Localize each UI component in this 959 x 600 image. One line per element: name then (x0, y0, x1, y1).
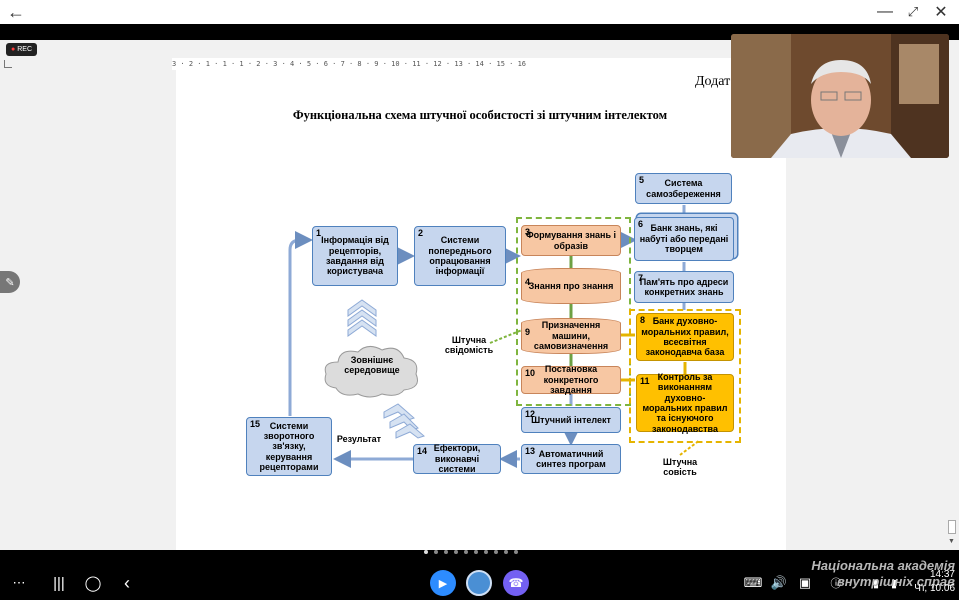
consciousness-label: Штучна свідомість (444, 335, 494, 356)
horizontal-ruler[interactable]: 3 · 2 · 1 · 1 · 1 · 2 · 3 · 4 · 5 · 6 · … (172, 58, 732, 70)
scroll-thumb[interactable] (948, 520, 956, 534)
clock-date: Чт, 10.06 (914, 582, 955, 594)
restore-icon[interactable]: ⤢ (907, 4, 919, 19)
info-icon[interactable]: ⓘ (830, 578, 842, 590)
volume-icon[interactable]: 🔊 (770, 575, 788, 590)
recording-label: REC (17, 46, 32, 53)
apps-grid-icon[interactable]: ⋯ (12, 575, 26, 590)
recording-indicator: ● REC (6, 43, 37, 56)
corner-marker (4, 60, 12, 68)
watermark-text: Національна академія внутрішніх справ (811, 558, 955, 589)
window-titlebar: ← — ⤢ ✕ (0, 0, 959, 24)
consciousness-pointer (489, 329, 523, 344)
scroll-down-icon[interactable]: ▼ (948, 538, 955, 545)
page-indicator-dots (424, 550, 544, 556)
keyboard-icon[interactable]: ⌨ (743, 575, 763, 590)
vertical-scrollbar[interactable]: ▼ (946, 160, 958, 550)
arrow-15-1 (288, 231, 313, 416)
clock-time: 14:37 (929, 569, 955, 580)
page-title: Функціональна схема штучної особистості … (292, 108, 668, 122)
back-arrow-icon[interactable]: ← (7, 1, 25, 22)
ruler-ticks: 3 · 2 · 1 · 1 · 1 · 2 · 3 · 4 · 5 · 6 · … (172, 60, 527, 68)
signal-icon: ▮ (872, 577, 880, 590)
appendix-label: Додат (695, 74, 731, 89)
environment-label: Зовнішнє середовище (344, 355, 400, 376)
record-dot-icon: ● (10, 46, 16, 53)
conscience-label: Штучна совість (662, 457, 698, 478)
webcam-video[interactable] (731, 34, 949, 158)
browser-app-icon[interactable] (466, 570, 492, 596)
close-icon[interactable]: ✕ (934, 4, 948, 21)
viber-app-icon[interactable]: ☎ (503, 570, 529, 596)
cloud-icon (324, 346, 418, 398)
separator-strip (0, 24, 959, 40)
presenter-video-frame (731, 34, 949, 158)
back-nav-icon[interactable]: ‹ (124, 572, 130, 593)
screenshot-icon[interactable]: ▣ (798, 575, 812, 590)
minimize-icon[interactable]: — (877, 3, 893, 20)
battery-icon: ▮ (890, 577, 898, 590)
system-clock[interactable]: 14:37 Чт, 10.06 (905, 568, 955, 595)
recent-apps-icon[interactable]: ||| (53, 574, 65, 592)
result-label: Результат (336, 434, 382, 444)
chevron-up-icon (347, 299, 377, 337)
pen-icon[interactable]: ✎ (0, 271, 20, 293)
zoom-app-icon[interactable]: ▶ (430, 570, 456, 596)
home-icon[interactable]: ◯ (84, 575, 102, 592)
chevron-down-icon (383, 403, 425, 439)
conscience-group (629, 309, 741, 443)
